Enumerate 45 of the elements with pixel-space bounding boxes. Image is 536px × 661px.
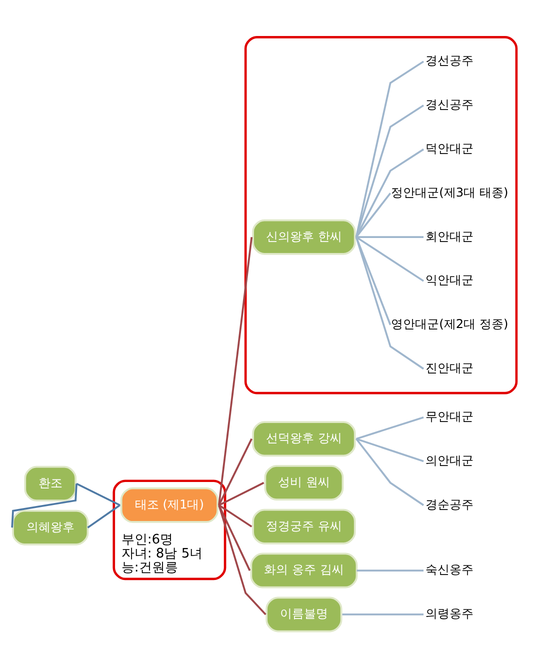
node-text: 진안대군 [426, 360, 474, 375]
connector [218, 504, 251, 571]
node-box: 정경궁주 유씨 [252, 508, 356, 544]
connector [356, 438, 424, 506]
node-text: 경선공주 [426, 54, 474, 68]
cluster [244, 36, 518, 394]
node-box: 태조 (제1대) [120, 487, 218, 523]
node-text: 무안대군 [426, 410, 474, 424]
node-text: 숙신옹주 [426, 562, 474, 577]
connector [218, 504, 252, 528]
node-text: 덕안대군 [426, 141, 474, 156]
node-box: 이름불명 [266, 596, 342, 632]
connector [218, 438, 252, 506]
connector [218, 236, 253, 506]
node-box: 화의 옹주 김씨 [250, 552, 358, 588]
node-text: 정안대군(제3대 태종) [391, 185, 508, 200]
connector [355, 60, 424, 238]
connector [355, 236, 392, 326]
connector [76, 482, 120, 506]
connector [356, 570, 424, 572]
node-text: 의령옹주 [426, 606, 474, 621]
connector [356, 236, 424, 282]
connector [356, 236, 424, 238]
node-box: 신의왕후 한씨 [252, 219, 356, 255]
node-text: 경신공주 [426, 98, 474, 112]
connector [218, 504, 266, 616]
connector [355, 148, 424, 238]
node-text: 경순공주 [426, 497, 474, 512]
connector [356, 438, 424, 462]
node-text: 회안대군 [426, 229, 474, 244]
node-box: 선덕왕후 강씨 [252, 421, 356, 457]
node-text: 의안대군 [426, 453, 474, 468]
connector [356, 192, 392, 238]
node-box: 환조 [24, 466, 77, 502]
connector [355, 236, 424, 370]
connector [355, 104, 424, 238]
connector [87, 504, 120, 528]
connector [11, 484, 78, 528]
node-box: 성비 원씨 [264, 465, 344, 500]
connector [218, 482, 264, 506]
node-text: 영안대군(제2대 정종) [391, 317, 508, 332]
node-box: 의혜왕후 [12, 510, 89, 546]
node-text: 익안대군 [426, 273, 474, 288]
connector [356, 416, 424, 440]
connector [342, 614, 424, 616]
